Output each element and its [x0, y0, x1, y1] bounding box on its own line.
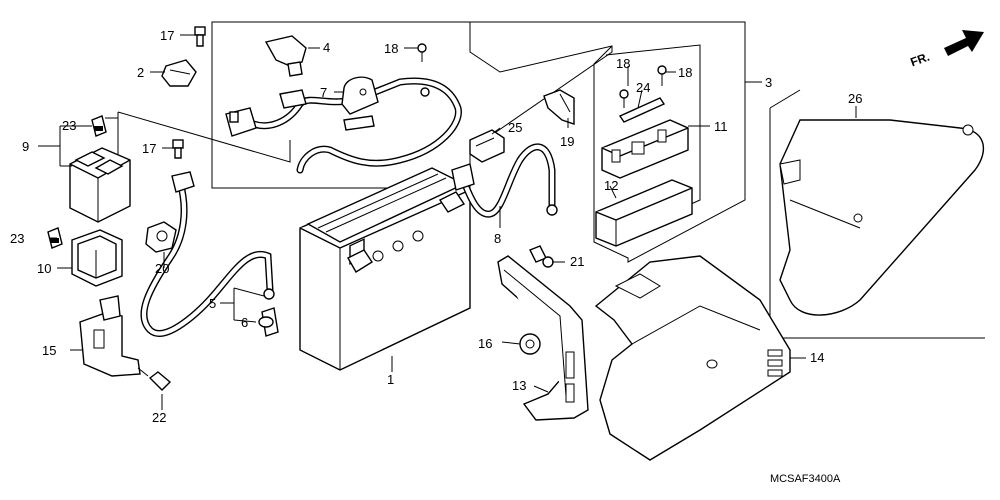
relay-harness: [225, 77, 462, 174]
front-direction-arrow: FR.: [908, 30, 984, 69]
positive-cable: [451, 143, 558, 218]
callout-6: 6: [241, 315, 248, 330]
bolt-21: [529, 245, 554, 268]
callout-2: 2: [137, 65, 144, 80]
fuse-23a: [91, 115, 107, 137]
callout-16: 16: [478, 336, 492, 351]
svg-text:FR.: FR.: [908, 50, 931, 70]
relay-cover: [71, 229, 123, 287]
callout-11: 11: [714, 119, 728, 134]
callout-22: 22: [152, 410, 166, 425]
callout-4: 4: [323, 40, 330, 55]
callout-25: 25: [508, 120, 522, 135]
callout-19: 19: [560, 134, 574, 149]
battery-bracket: [497, 255, 589, 421]
terminal-bolt: [258, 307, 279, 337]
callout-17a: 17: [160, 28, 174, 43]
bolt-22: [137, 367, 172, 391]
callouts: 17 2 4 7 18 23 9 17 23 10 20 5 6 15 22 1…: [10, 28, 862, 485]
bolt-17b: [172, 139, 184, 159]
positive-terminal-cover: [341, 76, 379, 115]
callout-14: 14: [810, 350, 824, 365]
callout-18a: 18: [384, 41, 398, 56]
callout-24: 24: [636, 80, 650, 95]
cable-holder: [145, 221, 177, 253]
callout-1: 1: [387, 372, 394, 387]
starter-relay: [69, 147, 131, 223]
harness-holder: [469, 129, 505, 163]
leader-lines: [38, 34, 857, 410]
leader-line: [769, 89, 801, 109]
diagram-code: MCSAF3400A: [770, 473, 841, 485]
callout-8: 8: [494, 231, 501, 246]
callout-26: 26: [848, 91, 862, 106]
screw-18a: [417, 43, 427, 62]
callout-15: 15: [42, 343, 56, 358]
side-cover: [779, 119, 985, 316]
fuse-box-cover: [595, 179, 693, 247]
cable-clamp: [543, 89, 575, 125]
wire-clip: [161, 59, 197, 87]
callout-17b: 17: [142, 141, 156, 156]
screw-18b: [619, 89, 629, 108]
callout-20: 20: [155, 261, 169, 276]
callout-5: 5: [209, 296, 216, 311]
fuse-box: [601, 119, 689, 179]
bolt-17a: [194, 26, 206, 47]
callout-7: 7: [320, 85, 327, 100]
grommet: [519, 333, 541, 355]
callout-18b: 18: [616, 56, 630, 71]
negative-cable: [140, 171, 275, 337]
callout-3: 3: [765, 75, 772, 90]
callout-9: 9: [22, 139, 29, 154]
fuse-box-group-outline: [470, 21, 746, 263]
callout-12: 12: [604, 178, 618, 193]
relay-bracket: [79, 295, 141, 377]
battery: [299, 167, 471, 371]
relay-group-bracket: [117, 111, 291, 163]
callout-10: 10: [37, 261, 51, 276]
terminal-cap: [264, 35, 307, 77]
callout-21: 21: [570, 254, 584, 269]
fuse-strip: [618, 97, 666, 123]
harness-group-outline: [211, 21, 613, 189]
callout-18c: 18: [678, 65, 692, 80]
screw-18c: [657, 65, 667, 86]
callout-23a: 23: [62, 118, 76, 133]
callout-13: 13: [512, 378, 526, 393]
callout-23b: 23: [10, 231, 24, 246]
battery-box-cover: [594, 255, 791, 461]
